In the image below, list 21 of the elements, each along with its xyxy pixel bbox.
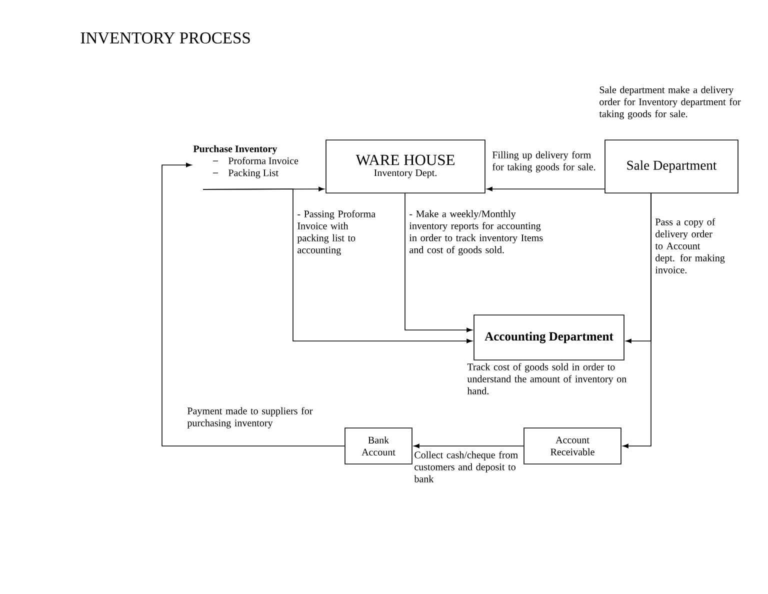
arrow — [202, 188, 472, 344]
process-box: Account Receivable — [524, 428, 622, 464]
edge-label: Filling up delivery form for taking goods for sale. — [492, 151, 596, 172]
title: INVENTORY PROCESS — [80, 32, 250, 44]
arrow — [486, 186, 605, 192]
process-box: Sale Department — [604, 140, 738, 194]
process-box: WARE HOUSE Inventory Dept. — [326, 140, 486, 194]
edge-label: Payment made to suppliers for purchasing inventory — [187, 407, 313, 428]
note-text: Track cost of goods sold in order to understand the amount of inventory on hand. — [467, 363, 626, 394]
note-text: Sale department make a delivery order for Inventory department for taking goods for sale. — [599, 86, 741, 120]
edge-label: - Passing Proforma Invoice with packing list to accounting — [297, 210, 376, 256]
bullet-list: Purchase Inventory Proforma Invoice Packing List — [193, 145, 298, 178]
edge-label: Pass a copy of delivery order to Account dept. for making invoice. — [655, 218, 725, 274]
arrow — [414, 444, 524, 448]
arrow — [622, 193, 652, 448]
process-box: Accounting Department — [474, 314, 624, 360]
edge-label: - Make a weekly/Monthly inventory reports for accounting in order to track inventory Items and cost of goods sold. — [409, 210, 543, 256]
edge-label: Collect cash/cheque from customers and deposit to bank — [414, 451, 518, 482]
process-box: Bank Account — [344, 428, 412, 464]
arrow — [162, 162, 345, 446]
arrow — [404, 193, 472, 332]
